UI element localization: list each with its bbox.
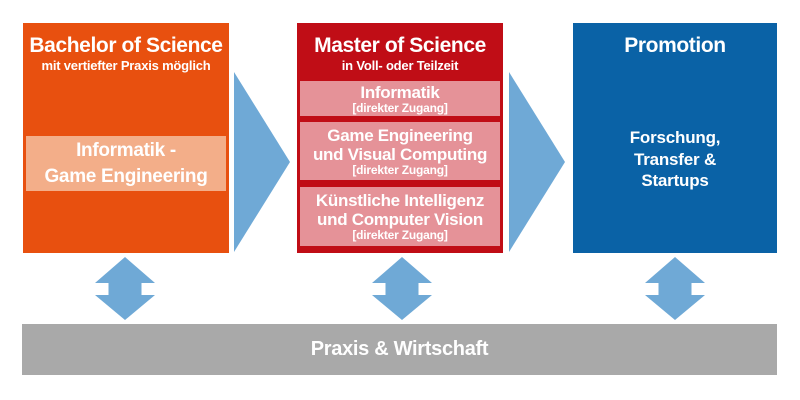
master-program-game-engineering: Game Engineering und Visual Computing [d… — [300, 122, 500, 180]
right-arrow-icon — [509, 72, 565, 252]
program-access-note: [direkter Zugang] — [352, 100, 448, 115]
bachelor-subtitle: mit vertiefter Praxis möglich — [41, 58, 211, 73]
promotion-body-line: Startups — [641, 171, 709, 190]
bachelor-box: Bachelor of Science mit vertiefter Praxi… — [23, 23, 229, 253]
practice-bar-label: Praxis & Wirtschaft — [310, 338, 489, 360]
bachelor-program-line: Informatik - — [76, 139, 176, 161]
practice-bar: Praxis & Wirtschaft — [22, 324, 777, 375]
promotion-box: Promotion Forschung, Transfer & Startups — [573, 23, 777, 253]
master-program-ai-cv: Künstliche Intelligenz und Computer Visi… — [300, 187, 500, 246]
promotion-body-line: Transfer & — [633, 149, 717, 169]
master-subtitle: in Voll- oder Teilzeit — [341, 58, 459, 73]
bachelor-program-line: Game Engineering — [44, 165, 208, 187]
double-arrow-icon — [372, 257, 432, 320]
promotion-title: Promotion — [624, 34, 726, 57]
program-name: und Visual Computing — [312, 144, 488, 164]
double-arrow-icon — [645, 257, 705, 320]
bachelor-title: Bachelor of Science — [29, 34, 223, 57]
program-name: Game Engineering — [327, 125, 473, 145]
double-arrow-icon — [95, 257, 155, 320]
master-program-informatik: Informatik [direkter Zugang] — [300, 81, 500, 116]
master-box: Master of Science in Voll- oder Teilzeit… — [297, 23, 503, 253]
promotion-body-line: Forschung, — [629, 128, 721, 147]
right-arrow-icon — [234, 72, 290, 252]
program-name: und Computer Vision — [317, 210, 483, 229]
promotion-body: Forschung, Transfer & Startups — [573, 127, 777, 192]
program-access-note: [direkter Zugang] — [352, 162, 448, 177]
program-access-note: [direkter Zugang] — [352, 228, 448, 242]
program-name: Künstliche Intelligenz — [315, 191, 485, 210]
bachelor-program-box: Informatik - Game Engineering — [26, 136, 226, 191]
master-title: Master of Science — [314, 34, 486, 57]
program-name: Informatik — [360, 82, 440, 102]
